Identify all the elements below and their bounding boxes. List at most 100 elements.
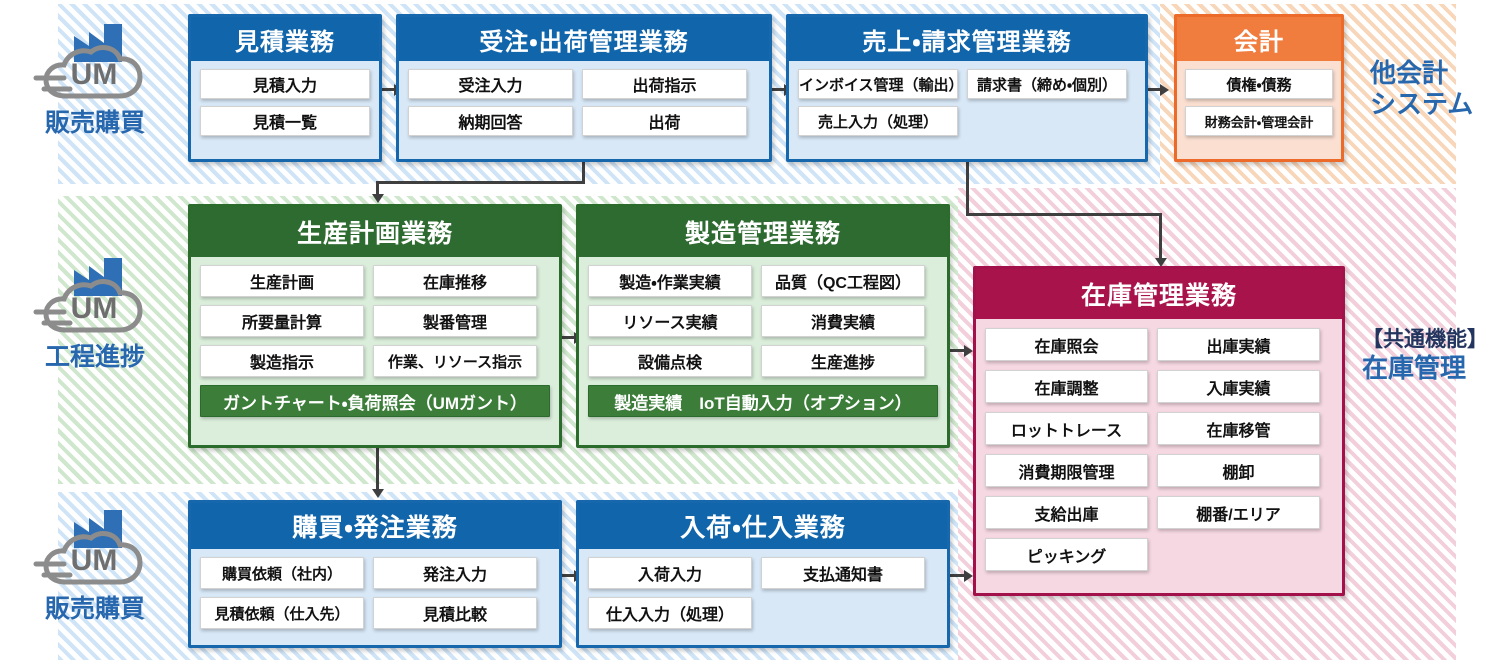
module-chip[interactable]: 生産計画 <box>200 265 364 297</box>
card-receiving[interactable]: 入荷・仕入業務 入荷入力 支払通知書 仕入入力（処理） <box>576 500 950 648</box>
card-body: 債権・債務 財務会計・管理会計 <box>1177 61 1341 159</box>
connector-order-into-planning <box>376 181 379 197</box>
connector-purchasing-to-receiving <box>562 574 576 577</box>
side-label-line2: 在庫管理 <box>1362 352 1467 383</box>
arrowhead-receiving-to-inventory <box>964 569 973 582</box>
card-body: 製造・作業実績 品質（QC工程図） リソース実績 消費実績 設備点検 生産進捗 … <box>579 257 947 445</box>
module-chip[interactable]: 製造指示 <box>200 345 364 377</box>
card-body: インボイス管理（輸出） 請求書（締め・個別） 売上入力（処理） <box>789 61 1145 159</box>
connector-sales-into-inventory <box>1159 213 1162 261</box>
um-logo-process-progress: UM 工程進捗 <box>15 256 175 372</box>
card-purchasing[interactable]: 購買・発注業務 購買依頼（社内） 発注入力 見積依頼（仕入先） 見積比較 <box>188 500 562 648</box>
module-chip[interactable]: 製番管理 <box>373 305 537 337</box>
connector-quotation-to-order <box>382 88 396 91</box>
um-cloud-factory-icon: UM <box>30 22 160 108</box>
arrowhead-planning-to-purchasing <box>371 489 384 498</box>
module-chip[interactable]: インボイス管理（輸出） <box>798 69 964 99</box>
module-chip[interactable]: 棚卸 <box>1157 454 1320 487</box>
side-label-line1: 他会計 <box>1370 58 1449 88</box>
arrowhead-sales-to-accounting <box>1160 83 1169 96</box>
connector-sales-right <box>966 213 1162 216</box>
module-chip[interactable]: 生産進捗 <box>761 345 925 377</box>
module-chip[interactable]: 見積依頼（仕入先） <box>200 597 364 629</box>
svg-text:UM: UM <box>71 292 118 325</box>
card-accounting[interactable]: 会計 債権・債務 財務会計・管理会計 <box>1174 14 1344 162</box>
connector-order-down <box>582 160 585 184</box>
module-chip[interactable]: 売上入力（処理） <box>798 106 958 136</box>
module-chip[interactable]: 作業、リソース指示 <box>373 345 537 377</box>
module-chip[interactable]: 在庫照会 <box>985 328 1148 361</box>
card-title: 入荷・仕入業務 <box>579 503 947 549</box>
side-label-common-inventory: 【共通機能】 在庫管理 <box>1362 328 1488 383</box>
module-chip[interactable]: 在庫推移 <box>373 265 537 297</box>
module-chip[interactable]: 在庫移管 <box>1157 412 1320 445</box>
module-chip[interactable]: 購買依頼（社内） <box>200 557 364 589</box>
module-chip[interactable]: 設備点検 <box>588 345 752 377</box>
arrowhead-order-to-planning <box>371 194 384 203</box>
module-chip[interactable]: 消費実績 <box>761 305 925 337</box>
module-chip[interactable]: 出荷指示 <box>582 69 747 99</box>
module-chip[interactable]: 債権・債務 <box>1185 69 1333 99</box>
module-chip[interactable]: 支給出庫 <box>985 496 1148 529</box>
module-chip[interactable]: 消費期限管理 <box>985 454 1148 487</box>
connector-sales-to-accounting <box>1148 88 1162 91</box>
card-title: 売上・請求管理業務 <box>789 17 1145 61</box>
module-chip[interactable]: 品質（QC工程図） <box>761 265 925 297</box>
card-title: 製造管理業務 <box>579 207 947 257</box>
connector-planning-to-manufacturing <box>562 336 576 339</box>
card-title: 生産計画業務 <box>191 207 559 257</box>
um-cloud-factory-icon: UM <box>30 508 160 594</box>
um-logo-caption: 工程進捗 <box>44 343 145 371</box>
card-body: 在庫照会 出庫実績 在庫調整 入庫実績 ロットトレース 在庫移管 消費期限管理 … <box>976 319 1342 593</box>
card-manufacturing[interactable]: 製造管理業務 製造・作業実績 品質（QC工程図） リソース実績 消費実績 設備点… <box>576 204 950 448</box>
module-banner[interactable]: 製造実績 IoT自動入力（オプション） <box>588 385 938 417</box>
svg-text:UM: UM <box>71 58 118 91</box>
module-chip[interactable]: 見積入力 <box>200 69 370 99</box>
card-production-planning[interactable]: 生産計画業務 生産計画 在庫推移 所要量計算 製番管理 製造指示 作業、リソース… <box>188 204 562 448</box>
module-chip[interactable]: 請求書（締め・個別） <box>967 69 1127 99</box>
connector-receiving-to-inventory <box>950 574 966 577</box>
um-logo-sales-purchase-top: UM 販売購買 <box>15 22 175 138</box>
side-label-line2: システム <box>1370 88 1474 119</box>
module-chip[interactable]: リソース実績 <box>588 305 752 337</box>
module-banner[interactable]: ガントチャート・負荷照会（UMガント） <box>200 385 550 417</box>
card-title: 見積業務 <box>191 17 379 61</box>
card-title: 会計 <box>1177 17 1341 61</box>
module-chip[interactable]: 見積一覧 <box>200 106 370 136</box>
connector-sales-down <box>966 160 969 216</box>
module-chip[interactable]: 受注入力 <box>408 69 573 99</box>
connector-order-to-sales <box>772 88 786 91</box>
module-chip[interactable]: 製造・作業実績 <box>588 265 752 297</box>
module-chip[interactable]: 所要量計算 <box>200 305 364 337</box>
module-chip[interactable]: 納期回答 <box>408 106 573 136</box>
module-chip[interactable]: ロットトレース <box>985 412 1148 445</box>
card-title: 受注・出荷管理業務 <box>399 17 769 61</box>
module-chip[interactable]: 支払通知書 <box>761 557 925 589</box>
module-chip[interactable]: 在庫調整 <box>985 370 1148 403</box>
card-sales-billing[interactable]: 売上・請求管理業務 インボイス管理（輸出） 請求書（締め・個別） 売上入力（処理… <box>786 14 1148 162</box>
module-chip[interactable]: 入荷入力 <box>588 557 752 589</box>
card-inventory[interactable]: 在庫管理業務 在庫照会 出庫実績 在庫調整 入庫実績 ロットトレース 在庫移管 … <box>973 266 1345 596</box>
connector-manufacturing-to-inventory <box>950 349 966 352</box>
connector-order-left <box>376 181 585 184</box>
card-body: 購買依頼（社内） 発注入力 見積依頼（仕入先） 見積比較 <box>191 549 559 645</box>
card-title: 在庫管理業務 <box>976 269 1342 319</box>
card-quotation[interactable]: 見積業務 見積入力 見積一覧 <box>188 14 382 162</box>
card-order-shipping[interactable]: 受注・出荷管理業務 受注入力 出荷指示 納期回答 出荷 <box>396 14 772 162</box>
arrowhead-manufacturing-to-inventory <box>964 344 973 357</box>
card-title: 購買・発注業務 <box>191 503 559 549</box>
connector-planning-to-purchasing <box>376 448 379 492</box>
module-chip[interactable]: 出庫実績 <box>1157 328 1320 361</box>
module-chip[interactable]: 見積比較 <box>373 597 537 629</box>
um-logo-caption: 販売購買 <box>44 595 145 623</box>
module-chip[interactable]: 棚番/エリア <box>1157 496 1320 529</box>
module-chip[interactable]: 出荷 <box>582 106 747 136</box>
um-cloud-factory-icon: UM <box>30 256 160 342</box>
module-chip[interactable]: 財務会計・管理会計 <box>1185 106 1333 136</box>
module-chip[interactable]: 入庫実績 <box>1157 370 1320 403</box>
module-chip[interactable]: ピッキング <box>985 538 1148 571</box>
module-chip[interactable]: 仕入入力（処理） <box>588 597 752 629</box>
module-chip[interactable]: 発注入力 <box>373 557 537 589</box>
svg-text:UM: UM <box>71 544 118 577</box>
